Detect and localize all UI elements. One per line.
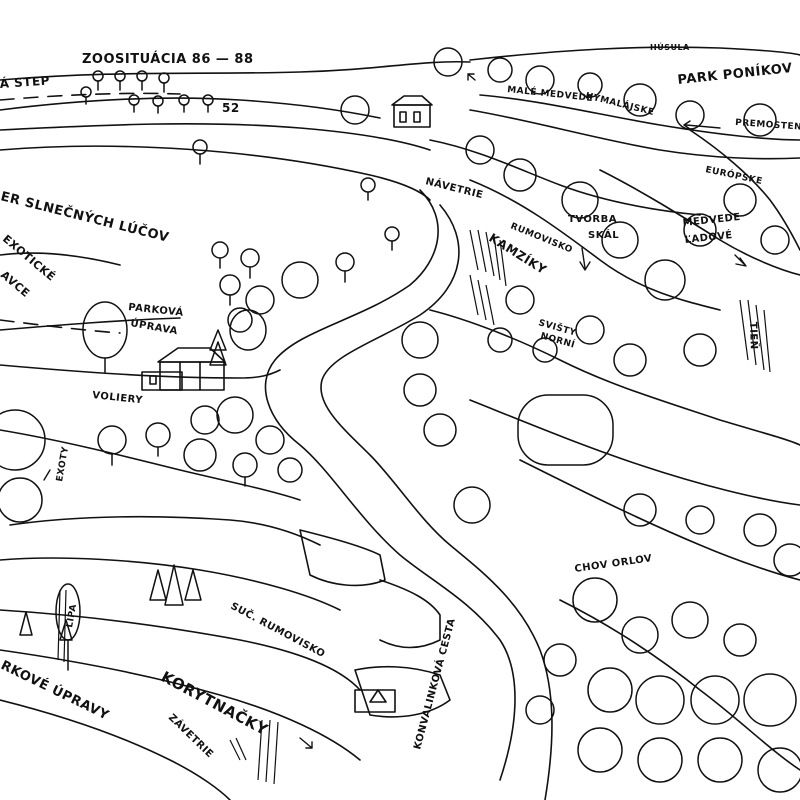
premostenie-label: PREMOSTEN <box>735 118 800 133</box>
skal-label: SKÁL <box>588 228 619 241</box>
avce-label: AVCE <box>0 268 32 300</box>
male-medvede-label: MALÉ MEDVEDE <box>507 83 594 104</box>
park-poniky-label: PARK PONÍKOV <box>677 60 794 88</box>
buildings <box>141 95 433 713</box>
title-label: ZOOSITUÁCIA 86 — 88 <box>82 51 254 67</box>
terrain-linework <box>0 46 800 800</box>
voliery-label: VOLIERY <box>92 390 144 406</box>
number-52-label: 52 <box>222 101 240 115</box>
dashed-paths <box>0 92 181 334</box>
map-labels: ZOOSITUÁCIA 86 — 88 Á STEP 52 HÚSULA PAR… <box>0 41 800 760</box>
lollipop-trees-top <box>80 70 376 201</box>
europske-label: EURÓPSKE <box>704 163 763 187</box>
parkove-upravy-label: RKOVÉ ÚPRAVY <box>0 657 112 723</box>
zavetrie-label: ZÁVETRIE <box>166 711 217 761</box>
navetrie-label: NÁVETRIE <box>424 174 484 201</box>
tree-clusters <box>0 47 800 793</box>
parkova-label: PARKOVÁ <box>128 300 185 319</box>
exoty-label: EXOTY <box>55 446 71 483</box>
trees-mid-left <box>0 396 303 523</box>
tvorba-label: TVORBA <box>568 214 617 225</box>
husula-label: HÚSULA <box>650 41 690 52</box>
slope-hatching <box>57 229 771 785</box>
chov-orlov-label: CHOV ORLOV <box>574 553 653 575</box>
lipa-tree <box>55 583 81 671</box>
tien-label: TIEŇ <box>747 322 761 350</box>
top-house <box>391 95 433 128</box>
parkova-pavilion <box>141 347 226 391</box>
lipa-label: LIPA <box>65 603 79 628</box>
trees-lower-right <box>525 577 800 793</box>
lollipop-trees-slope <box>211 226 400 333</box>
konvalinkova-label: KONVALINKOVÁ CESTA <box>410 617 458 751</box>
trees-upper-right <box>340 47 790 377</box>
trees-right-middle <box>401 321 800 577</box>
step-label: Á STEP <box>0 73 50 91</box>
slnecnych-lucov-label: ER SLNEČNÝCH LÚČOV <box>0 188 171 245</box>
bottom-enclosure <box>354 689 396 713</box>
suc-rumovisko-label: SUČ. RUMOVISKO <box>229 599 328 660</box>
arrows <box>43 73 747 749</box>
conifer-trees <box>19 329 227 641</box>
